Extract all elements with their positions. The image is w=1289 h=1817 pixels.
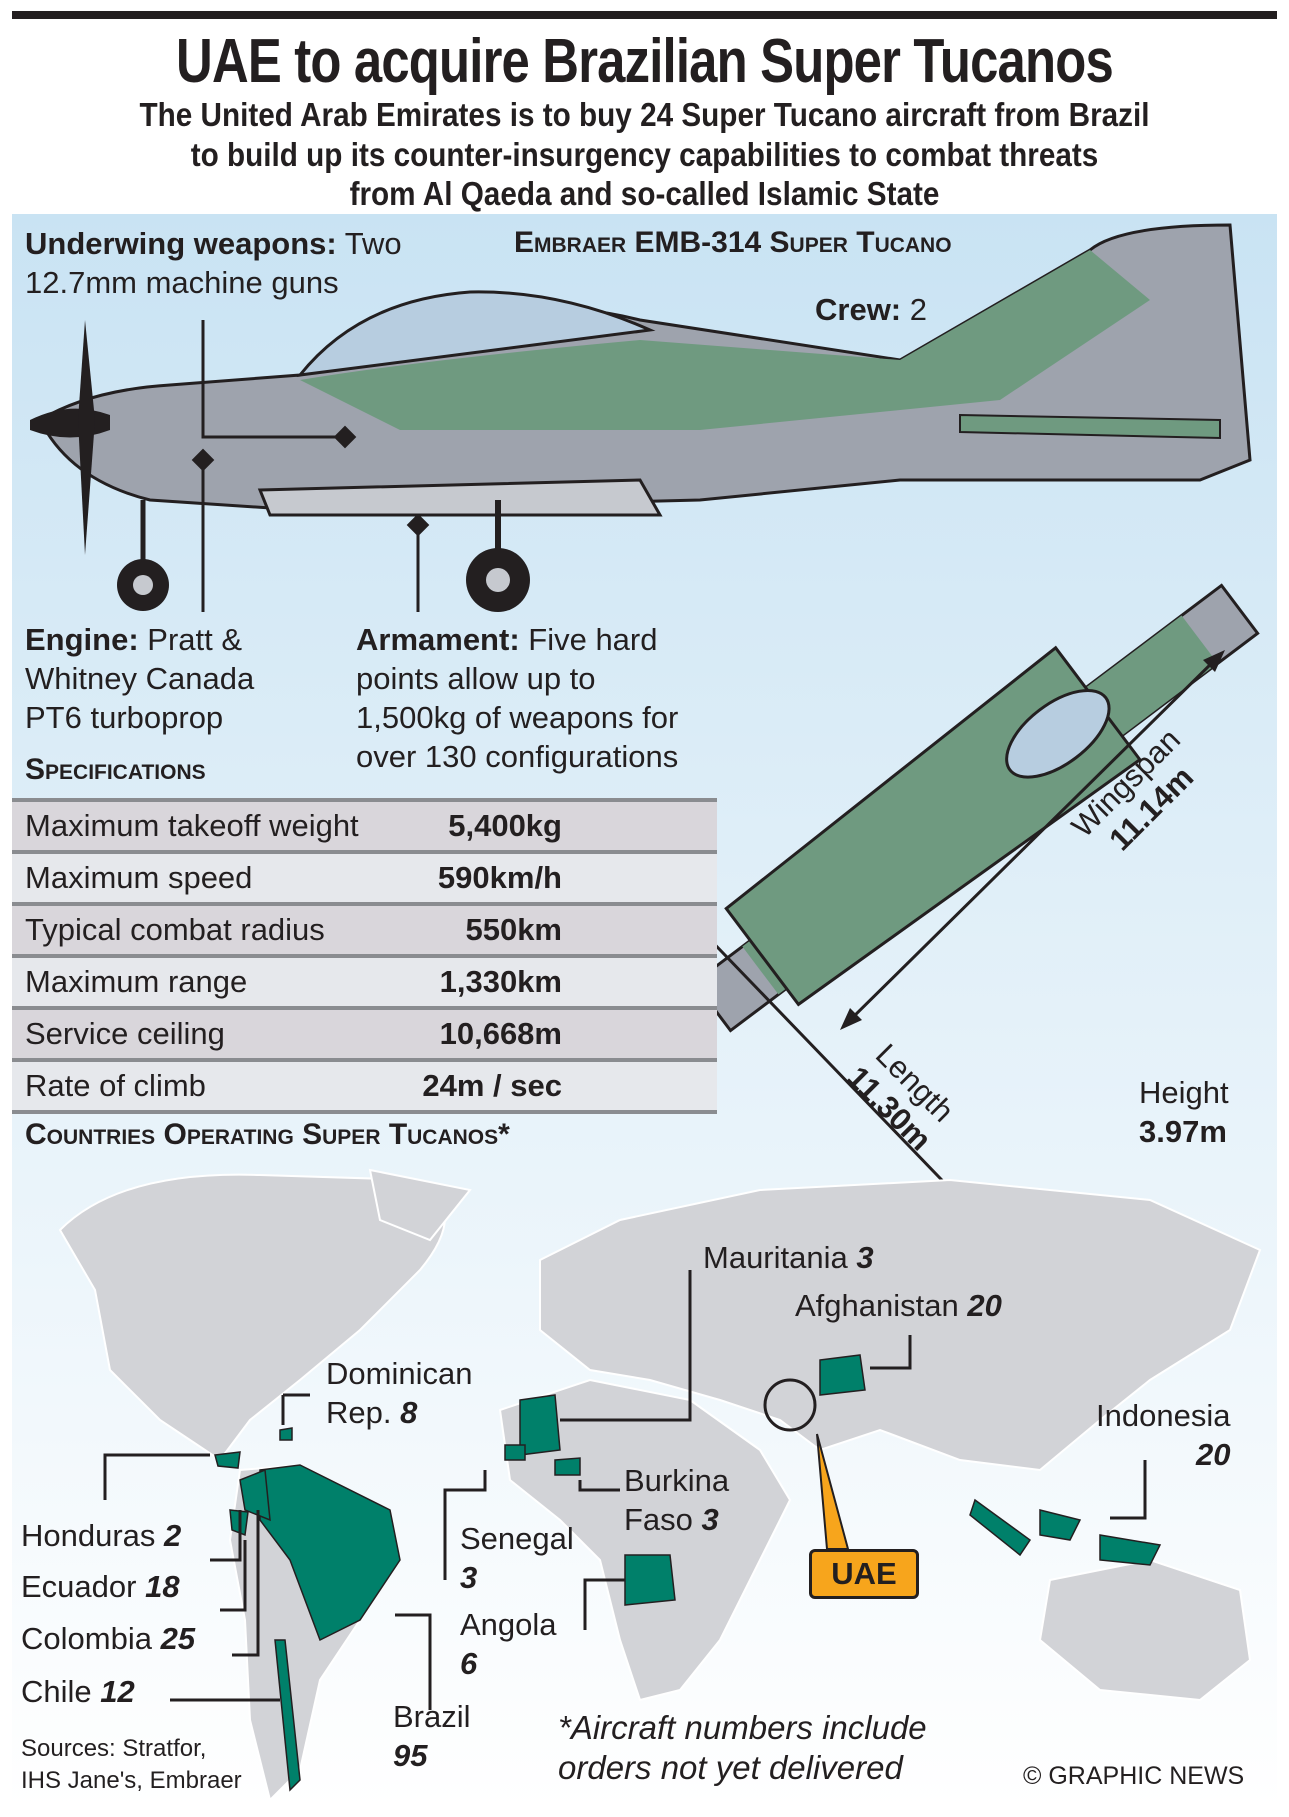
wingspan-arrow xyxy=(843,653,1222,1027)
eurasia xyxy=(539,1178,1262,1472)
height-value: 3.97m xyxy=(1139,1114,1227,1149)
top-rule xyxy=(12,11,1277,19)
honduras-shape xyxy=(214,1451,241,1469)
spec-row: Maximum takeoff weight 5,400kg xyxy=(12,802,717,854)
subtitle-line-1: The United Arab Emirates is to buy 24 Su… xyxy=(139,96,1150,133)
aircraft-name: Embraer EMB-314 Super Tucano xyxy=(514,226,952,259)
specifications-table: Maximum takeoff weight 5,400kg Maximum sp… xyxy=(12,798,717,1114)
crew-value: 2 xyxy=(901,292,927,327)
spec-label: Maximum speed xyxy=(25,860,253,895)
engine-text: Pratt & xyxy=(138,622,243,657)
label-colombia: Colombia 25 xyxy=(21,1621,196,1656)
spec-label: Maximum range xyxy=(25,964,248,999)
colombia-shape xyxy=(239,1468,271,1522)
spec-row: Maximum speed 590km/h xyxy=(12,854,717,906)
spec-label: Typical combat radius xyxy=(25,912,325,947)
footnote-line: *Aircraft numbers include xyxy=(558,1709,927,1746)
brazil-shape xyxy=(259,1464,401,1642)
label-ecuador: Ecuador 18 xyxy=(21,1569,180,1604)
uae-badge: UAE xyxy=(809,1549,919,1599)
angola-shape xyxy=(624,1554,676,1606)
armament-text: Five hard xyxy=(519,622,658,657)
armament-callout: Armament: Five hard points allow up to 1,5… xyxy=(356,620,678,776)
sources-line: IHS Jane's, Embraer xyxy=(21,1767,242,1794)
spec-value: 1,330km xyxy=(439,964,562,999)
armament-label: Armament: xyxy=(356,622,520,657)
label-afghanistan: Afghanistan 20 xyxy=(795,1288,1002,1323)
crew-label: Crew: xyxy=(815,292,902,327)
credit: © GRAPHIC NEWS xyxy=(1023,1762,1245,1790)
armament-text-2: points allow up to xyxy=(356,661,596,696)
spec-row: Typical combat radius 550km xyxy=(12,906,717,958)
subtitle-line-3: from Al Qaeda and so-called Islamic Stat… xyxy=(349,175,940,212)
operator-countries xyxy=(214,1354,1162,1792)
spec-value: 10,668m xyxy=(439,1016,562,1051)
mauritania-shape xyxy=(519,1394,561,1456)
footnote-line: orders not yet delivered xyxy=(558,1749,903,1786)
uae-circle xyxy=(763,1378,817,1432)
burkina-shape xyxy=(554,1457,581,1476)
page-title: UAE to acquire Brazilian Super Tucanos xyxy=(176,27,1114,96)
senegal-shape xyxy=(504,1444,526,1461)
engine-text-3: PT6 turboprop xyxy=(25,700,224,735)
spec-value: 550km xyxy=(465,912,562,947)
crew-callout: Crew: 2 xyxy=(815,290,927,329)
armament-text-4: over 130 configurations xyxy=(356,739,679,774)
sources-line: Sources: Stratfor, xyxy=(21,1735,207,1762)
dominican-shape xyxy=(279,1427,293,1441)
world-map xyxy=(58,1168,1262,1802)
spec-row: Maximum range 1,330km xyxy=(12,958,717,1010)
height-title: Height xyxy=(1139,1075,1229,1110)
side-view-aircraft xyxy=(30,223,1252,612)
underwing-label: Underwing weapons: xyxy=(25,226,337,261)
label-honduras: Honduras 2 xyxy=(21,1518,182,1553)
engine-text-2: Whitney Canada xyxy=(25,661,255,696)
underwing-text: Two xyxy=(336,226,402,261)
spec-value: 24m / sec xyxy=(422,1068,562,1103)
specifications-heading: Specifications xyxy=(25,753,206,786)
countries-heading: Countries Operating Super Tucanos* xyxy=(25,1118,510,1151)
spec-row: Rate of climb 24m / sec xyxy=(12,1062,717,1114)
subtitle-line-2: to build up its counter-insurgency capab… xyxy=(190,136,1099,173)
top-view-aircraft xyxy=(692,583,1260,1033)
height-label: Height 3.97m xyxy=(1139,1073,1229,1151)
spec-value: 590km/h xyxy=(437,860,562,895)
chile-shape xyxy=(274,1639,301,1792)
spec-label: Service ceiling xyxy=(25,1016,225,1051)
label-mauritania: Mauritania 3 xyxy=(703,1240,874,1275)
underwing-callout: Underwing weapons: Two 12.7mm machine gun… xyxy=(25,224,402,302)
armament-text-3: 1,500kg of weapons for xyxy=(356,700,679,735)
afghanistan-shape xyxy=(819,1354,866,1396)
engine-label: Engine: xyxy=(25,622,139,657)
spec-value: 5,400kg xyxy=(448,808,562,843)
underwing-text-2: 12.7mm machine guns xyxy=(25,265,339,300)
sources: Sources: Stratfor, IHS Jane's, Embraer xyxy=(21,1733,242,1797)
indonesia-shape xyxy=(969,1498,1162,1566)
australia xyxy=(1038,1558,1252,1702)
spec-label: Rate of climb xyxy=(25,1068,206,1103)
leader-lines xyxy=(103,1270,1147,1710)
spec-row: Service ceiling 10,668m xyxy=(12,1010,717,1062)
greenland xyxy=(368,1168,472,1242)
label-chile: Chile 12 xyxy=(21,1674,135,1709)
spec-label: Maximum takeoff weight xyxy=(25,808,359,843)
